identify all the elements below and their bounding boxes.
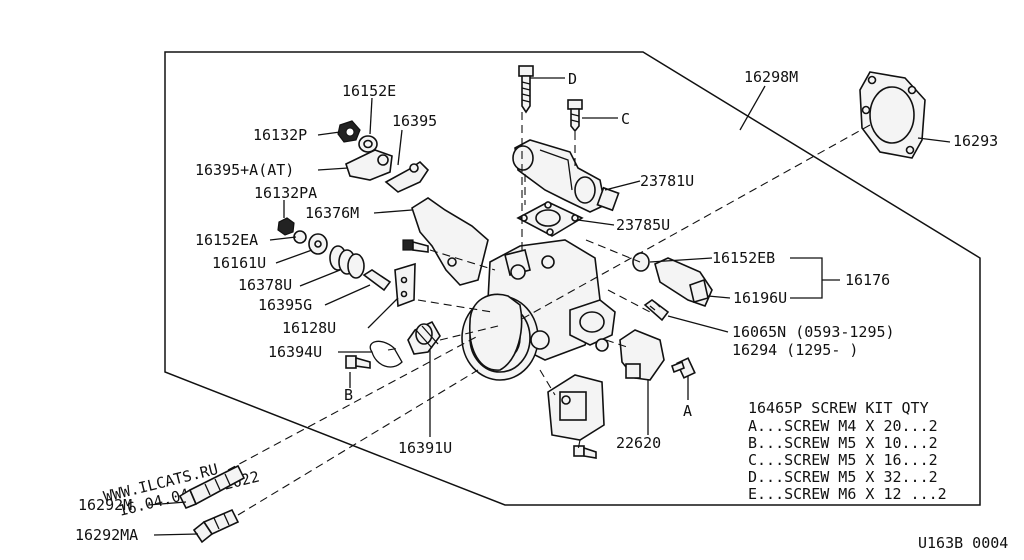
label-16161U: 16161U: [212, 254, 266, 272]
spacer-16161U: [308, 233, 328, 255]
label-16132P: 16132P: [253, 126, 307, 144]
pin-16395G: [362, 269, 392, 292]
label-16152E: 16152E: [342, 82, 396, 100]
label-16395A: 16395+A(AT): [195, 161, 294, 179]
callout-b: B: [344, 386, 353, 404]
callout-letters: D C B A: [344, 70, 692, 420]
washer-16152E: [358, 135, 378, 153]
lever-16395A: [345, 149, 393, 181]
label-23781U: 23781U: [640, 172, 694, 190]
assembly-dashed-lines: [227, 112, 871, 516]
bolt-16292M: [178, 464, 246, 510]
diagram-code: U163B 0004: [918, 534, 1008, 552]
sensor-16196U: [654, 257, 713, 308]
iac-gasket-23785U: [516, 201, 584, 237]
label-16132PA: 16132PA: [254, 184, 317, 202]
label-16394U: 16394U: [268, 343, 322, 361]
part-labels: 16152E 16132P 16395 16395+A(AT) 16132PA …: [75, 68, 998, 544]
sensor-bolt-16065N: [643, 299, 670, 322]
label-16294: 16294 (1295- ): [732, 341, 858, 359]
callout-d: D: [568, 70, 577, 88]
o-ring-16152EB: [632, 252, 650, 272]
bracket-screw-icon: [573, 445, 597, 459]
label-16376M: 16376M: [305, 204, 359, 222]
label-23785U: 23785U: [616, 216, 670, 234]
tb-gasket-16298M: [469, 293, 523, 371]
screw-kit-row: B...SCREW M5 X 10...2: [748, 434, 938, 452]
screw-kit-header: 16465P SCREW KIT QTY: [748, 399, 929, 417]
label-16152EB: 16152EB: [712, 249, 775, 267]
screw-b-icon: [345, 355, 371, 369]
label-16292MA: 16292MA: [75, 526, 138, 544]
nut-16132P: [337, 120, 361, 143]
screw-kit-row: C...SCREW M5 X 16...2: [748, 451, 938, 469]
label-16292M: 16292M: [78, 496, 132, 514]
label-16176: 16176: [845, 271, 890, 289]
bracket-bolt-icon: [402, 239, 429, 253]
label-16378U: 16378U: [238, 276, 292, 294]
leader-lines: [147, 77, 951, 536]
valve-16391U: [407, 320, 441, 355]
bottom-bracket: [547, 374, 605, 441]
plate-16128U: [394, 262, 416, 308]
screw-kit-row: D...SCREW M5 X 32...2: [748, 468, 938, 486]
label-16395G: 16395G: [258, 296, 312, 314]
nut-16132PA: [277, 217, 295, 236]
label-16152EA: 16152EA: [195, 231, 258, 249]
assembly-frame: [164, 51, 981, 506]
lever-16395: [384, 160, 430, 193]
label-16293: 16293: [953, 132, 998, 150]
label-22620: 22620: [616, 434, 661, 452]
callout-c: C: [621, 110, 630, 128]
label-16128U: 16128U: [282, 319, 336, 337]
gasket-16293: [859, 71, 926, 159]
label-16395: 16395: [392, 112, 437, 130]
spring-16378U: [329, 245, 365, 279]
clip-16394U: [369, 340, 403, 368]
screw-c-icon: [567, 99, 583, 133]
screw-kit-row: E...SCREW M6 X 12 ...2: [748, 485, 947, 503]
screw-kit-table: 16465P SCREW KIT QTY A...SCREW M4 X 20..…: [748, 399, 947, 503]
label-16196U: 16196U: [733, 289, 787, 307]
callout-a: A: [683, 402, 692, 420]
bracket-16376M: [411, 197, 489, 286]
throttle-position-sensor-22620: [619, 329, 665, 381]
screw-kit-row: A...SCREW M4 X 20...2: [748, 417, 938, 435]
screw-d-icon: [518, 65, 534, 114]
label-16391U: 16391U: [398, 439, 452, 457]
label-16298M: 16298M: [744, 68, 798, 86]
screw-a-icon: [671, 357, 696, 379]
bolt-16292MA: [192, 508, 240, 544]
label-16065N: 16065N (0593-1295): [732, 323, 895, 341]
iac-valve-23781U: [512, 139, 620, 213]
